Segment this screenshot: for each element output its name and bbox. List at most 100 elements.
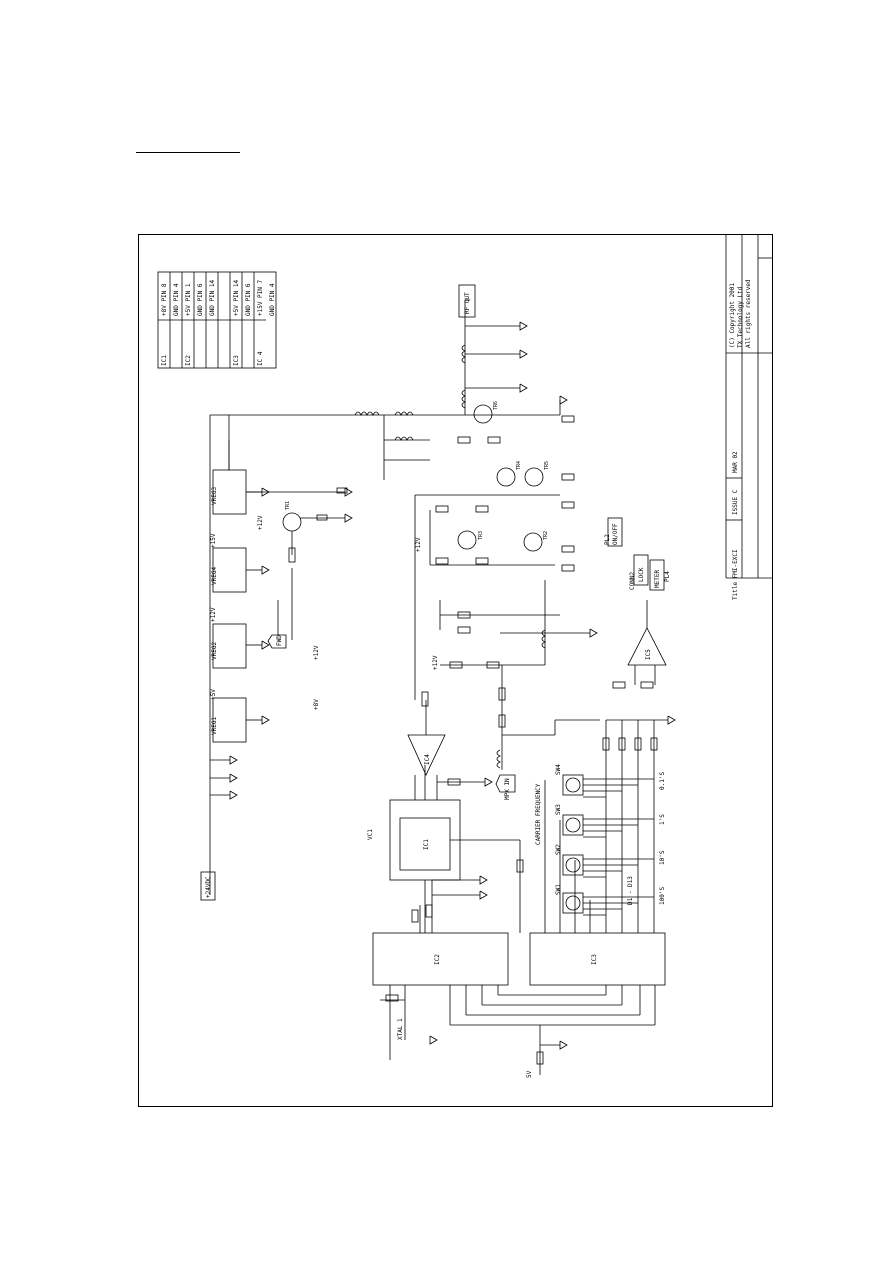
switch-label: SW4: [555, 764, 562, 775]
decade-label: 100'S: [659, 887, 666, 905]
copyright-line: TX Technology Ltd: [737, 286, 744, 348]
tr2-body: [523, 532, 543, 552]
lock-label: LOCK: [638, 567, 645, 582]
meter-port-shape: [649, 559, 665, 591]
rail-label: +12V: [432, 655, 439, 670]
ground-symbol: [344, 487, 353, 497]
power-table-ground: GND PIN 6: [245, 283, 252, 316]
ground-symbol: [559, 395, 568, 405]
meter-label: METER: [654, 570, 661, 588]
xtal-label: XTAL 1: [397, 1018, 404, 1040]
power-table-supply: GND PIN 14: [209, 279, 216, 316]
switch-label: SW1: [555, 884, 562, 895]
ground-symbol: [479, 890, 488, 900]
regulator-label: VREG1: [211, 717, 218, 735]
ic3-label: IC3: [591, 954, 598, 965]
tr1-body: [282, 512, 302, 532]
ground-symbol: [519, 349, 528, 359]
schematic-sheet: [138, 234, 773, 1107]
ic1-body: [399, 817, 451, 871]
ic4-label: IC4: [424, 754, 431, 765]
on-off-label: ON/OFF: [612, 523, 619, 545]
decade-label: 10'S: [659, 850, 666, 865]
power-table-supply: +5V PIN 1: [185, 283, 192, 316]
power-table-ic: IC 4: [257, 351, 264, 366]
vc1-label: VC1: [367, 829, 374, 840]
rail-label: +12V: [313, 645, 320, 660]
ground-symbol: [667, 715, 676, 725]
transistor-label: TR5: [544, 461, 550, 470]
regulator-label: VREG2: [211, 642, 218, 660]
rail-label: +8V: [313, 699, 320, 710]
ground-symbol: [589, 628, 598, 638]
ic1-label: IC1: [423, 839, 430, 850]
power-table-ic: IC2: [185, 355, 192, 366]
power-table-supply: +8V PIN 8: [161, 283, 168, 316]
header-rule: [136, 152, 240, 153]
pl4-label: PL4: [664, 571, 671, 582]
rf-out-label: RF OUT: [464, 292, 471, 314]
transistor-label: TR6: [493, 401, 499, 410]
ground-symbol: [261, 715, 270, 725]
ground-symbol: [479, 875, 488, 885]
ic2-body: [372, 932, 509, 986]
ic5-body: [627, 627, 667, 666]
mpx-port-shape: [495, 774, 516, 793]
carrier-frequency-label: CARRIER FREQUENCY: [535, 783, 542, 845]
ground-symbol: [261, 640, 270, 650]
power-table-ic: IC3: [233, 355, 240, 366]
transistor-label: TR2: [543, 531, 549, 540]
sheet-title: Title FMI-EXCI: [732, 549, 739, 600]
ground-symbol: [519, 383, 528, 393]
power-table-ic: IC1: [161, 355, 168, 366]
rail-label: +12V: [210, 607, 217, 622]
issue-label: ISSUE C: [732, 489, 739, 515]
ground-symbol: [229, 790, 238, 800]
rail-label: +12V: [415, 537, 422, 552]
rail-label: +15V: [210, 533, 217, 548]
pl2-label: PL2: [604, 534, 611, 545]
ic5-label: IC5: [645, 649, 652, 660]
switch-label: SW3: [555, 804, 562, 815]
rail-label: +5V: [210, 689, 217, 700]
ground-symbol: [519, 321, 528, 331]
ic4-body: [407, 734, 446, 776]
ground-symbol: [484, 777, 493, 787]
mpx-in-label: MPX IN: [504, 778, 511, 800]
date-label: MAR 02: [732, 451, 739, 473]
lock-port-shape: [633, 554, 649, 586]
ground-symbol: [429, 1035, 438, 1045]
switch-label: SW2: [555, 844, 562, 855]
on-off-port-shape: [607, 517, 623, 547]
ground-symbol: [229, 773, 238, 783]
fwd-label: FWD: [276, 635, 283, 646]
tr4-body: [496, 467, 516, 487]
v24-port-shape: [200, 871, 216, 901]
copyright-line: (C) Copyright 2001: [729, 283, 736, 348]
decade-label: 0.1'S: [659, 772, 666, 790]
regulator-label: VREG3: [211, 487, 218, 505]
decade-label: 1'S: [659, 814, 666, 825]
tr5-body: [524, 467, 544, 487]
v24-label: +24VDC: [205, 876, 212, 898]
tr3-body: [457, 530, 477, 550]
ground-symbol: [261, 487, 270, 497]
ic2-label: IC2: [434, 954, 441, 965]
transistor-label: TR3: [478, 531, 484, 540]
conn2-label: CONN2: [629, 572, 636, 590]
power-table-supply: +5V PIN 14: [233, 279, 240, 316]
d1-d13-label: D1 - D13: [627, 876, 634, 905]
power-table-ground: GND PIN 6: [197, 283, 204, 316]
vreg2-body: [212, 623, 247, 669]
copyright-line: All rights reserved: [745, 279, 752, 348]
rail-label: +12V: [257, 515, 264, 530]
power-table-supply: +15V PIN 7: [257, 279, 264, 316]
transistor-label: TR4: [516, 461, 522, 470]
ground-symbol: [344, 513, 353, 523]
rf-out-port-shape: [458, 284, 476, 318]
power-table-ground: GND PIN 4: [173, 283, 180, 316]
ground-symbols: [229, 321, 676, 1050]
regulator-label: VREG4: [211, 567, 218, 585]
ground-symbol: [559, 1040, 568, 1050]
